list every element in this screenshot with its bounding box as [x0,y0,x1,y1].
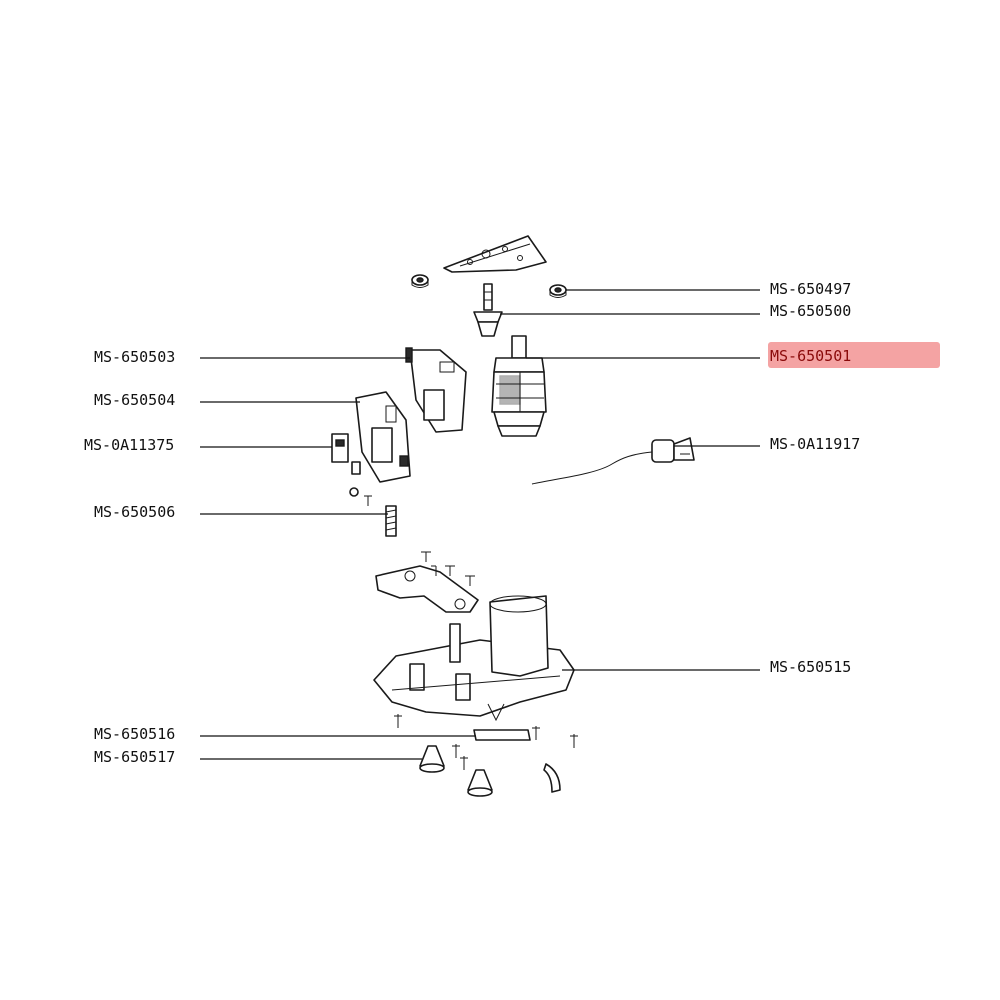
base-housing-part [373,595,575,722]
top-plate-part [443,235,547,273]
part-label-650517[interactable]: MS-650517 [94,748,175,766]
spring-part [385,505,397,537]
part-label-650500[interactable]: MS-650500 [770,302,851,320]
part-label-650515[interactable]: MS-650515 [770,658,851,676]
part-number-labels: MS-650497 MS-650500 MS-650501 MS-0A11917… [84,280,860,766]
switch-board-part [355,391,411,483]
part-label-0a11917[interactable]: MS-0A11917 [770,435,860,453]
leader-lines [200,289,760,760]
power-cord-part [531,437,695,485]
part-label-0a11375[interactable]: MS-0A11375 [84,436,174,454]
part-label-650516[interactable]: MS-650516 [94,725,175,743]
rubber-feet-part [419,745,493,797]
part-label-650497[interactable]: MS-650497 [770,280,851,298]
part-label-650501[interactable]: MS-650501 [770,347,851,365]
coupling-shaft-part [473,283,503,337]
motor-plate-part [375,551,479,613]
bushing-left-part [411,274,429,288]
switch-housing-part [405,347,467,433]
selected-part-highlight [768,342,940,368]
gasket-strip-part [473,729,561,793]
bushing-right-part [549,284,567,298]
base-screws-part [394,714,578,770]
part-label-650503[interactable]: MS-650503 [94,348,175,366]
small-screws-part [349,487,372,506]
motor-part [491,335,547,437]
micro-switch-part [331,433,361,475]
part-label-650504[interactable]: MS-650504 [94,391,175,409]
part-label-650506[interactable]: MS-650506 [94,503,175,521]
